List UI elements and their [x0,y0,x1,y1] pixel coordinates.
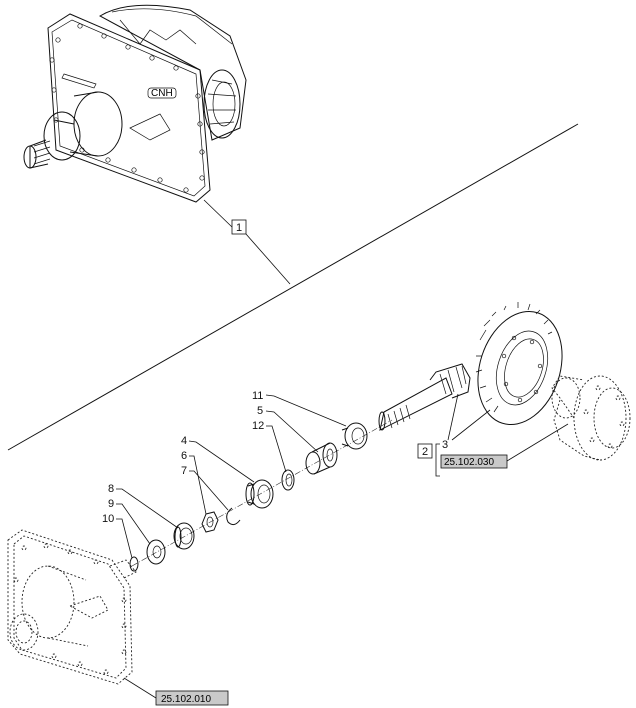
callout-6: 6 [181,450,207,515]
callout-9: 9 [108,498,151,545]
separator-line [7,123,579,451]
part-5-spacer [305,442,338,475]
ref-25-102-030[interactable]: 25.102.030 [444,457,494,468]
part-12-shim [281,469,295,491]
callout-5: 5 [257,405,319,453]
callout-5-label: 5 [257,405,263,417]
ref-25-102-030-box[interactable] [440,454,508,469]
part-10-snap-ring [129,556,139,572]
callout-11-label: 11 [252,390,263,402]
callout-12: 12 [252,420,287,473]
assembled-drive-unit: CNH [23,4,247,203]
callout-9-label: 9 [108,498,114,510]
assembly-axis [131,419,393,567]
ref-25-102-010[interactable]: 25.102.010 [161,694,211,705]
callout-7: 7 [181,465,229,511]
callout-11: 11 [252,390,347,427]
ref-25-102-010-box[interactable] [155,690,229,706]
callout-2-label: 2 [422,446,428,458]
pinion-shaft [378,363,471,431]
part-6-nut [201,511,219,533]
callout-10-label: 10 [102,513,114,525]
ring-gear [475,302,563,426]
housing-logo: CNH [151,88,173,99]
callout-7-label: 7 [181,465,187,477]
callout-8-label: 8 [108,483,114,495]
part-8-seal [173,522,195,550]
part-4-bearing [245,479,274,509]
callout-4: 4 [181,435,255,483]
callout-1-label: 1 [236,222,242,234]
lower-housing [7,529,137,685]
callout-12-label: 12 [252,420,264,432]
callout-1: 1 [203,199,291,285]
callout-8: 8 [108,483,179,529]
callout-10: 10 [102,513,133,559]
callout-3-label: 3 [442,439,448,451]
part-9-washer [146,539,166,565]
callout-6-label: 6 [181,450,187,462]
part-7-circlip [226,507,241,526]
callout-4-label: 4 [181,435,187,447]
part-11-bearing [341,422,368,450]
ref-25-102-010-group: 25.102.010 [123,677,229,706]
differential-housing [551,375,631,461]
callout-2-3-group: 2 3 25.102.030 [417,393,569,477]
